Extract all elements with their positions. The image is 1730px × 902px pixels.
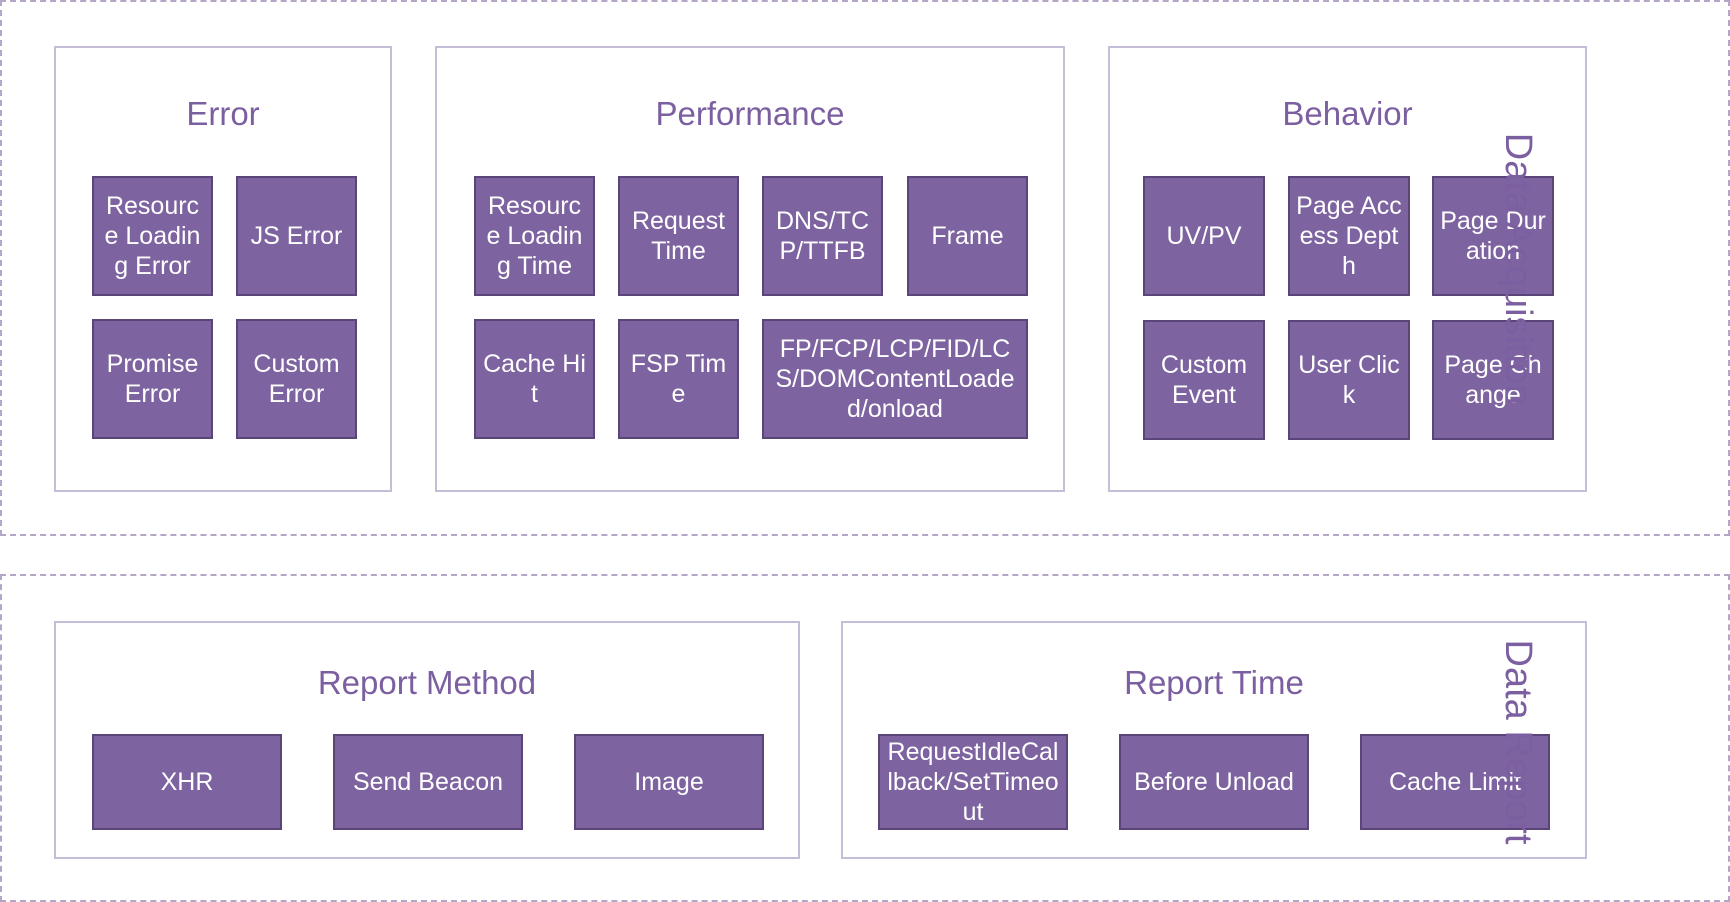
page-access-depth-box: Page Access Depth bbox=[1288, 176, 1410, 296]
data-acquisition-label: Data Acquisition bbox=[1497, 132, 1539, 406]
resource-loading-time-box: Resource Loading Time bbox=[474, 176, 595, 296]
paint-metrics-box: FP/FCP/LCP/FID/LCS/DOMContentLoaded/onlo… bbox=[762, 319, 1028, 439]
js-error-box: JS Error bbox=[236, 176, 357, 296]
data-acquisition-section: Error Resource Loading Error JS Error Pr… bbox=[0, 0, 1730, 536]
xhr-box: XHR bbox=[92, 734, 282, 830]
behavior-group-title: Behavior bbox=[1282, 95, 1413, 132]
data-report-section: Report Method XHR Send Beacon Image Repo… bbox=[0, 574, 1730, 902]
resource-loading-error-box: Resource Loading Error bbox=[92, 176, 213, 296]
report-method-group-title: Report Method bbox=[317, 664, 537, 701]
request-idle-callback-box: RequestIdleCallback/SetTimeout bbox=[878, 734, 1068, 830]
frame-box: Frame bbox=[907, 176, 1028, 296]
cache-limit-box: Cache Limit bbox=[1360, 734, 1550, 830]
user-click-box: User Click bbox=[1288, 320, 1410, 440]
image-box: Image bbox=[574, 734, 764, 830]
custom-error-box: Custom Error bbox=[236, 319, 357, 439]
report-time-group: Report Time RequestIdleCallback/SetTimeo… bbox=[841, 621, 1587, 859]
custom-event-box: Custom Event bbox=[1143, 320, 1265, 440]
data-report-label: Data Report bbox=[1497, 639, 1539, 845]
fsp-time-box: FSP Time bbox=[618, 319, 739, 439]
promise-error-box: Promise Error bbox=[92, 319, 213, 439]
error-group-title: Error bbox=[186, 95, 260, 132]
send-beacon-box: Send Beacon bbox=[333, 734, 523, 830]
report-time-group-title: Report Time bbox=[1124, 664, 1304, 701]
report-method-group: Report Method XHR Send Beacon Image bbox=[54, 621, 800, 859]
page-duration-box: Page Duration bbox=[1432, 176, 1554, 296]
before-unload-box: Before Unload bbox=[1119, 734, 1309, 830]
cache-hit-box: Cache Hit bbox=[474, 319, 595, 439]
performance-group: Performance Resource Loading Time Reques… bbox=[435, 46, 1065, 492]
behavior-group: Behavior UV/PV Page Access Depth Page Du… bbox=[1108, 46, 1587, 492]
request-time-box: Request Time bbox=[618, 176, 739, 296]
uv-pv-box: UV/PV bbox=[1143, 176, 1265, 296]
error-group: Error Resource Loading Error JS Error Pr… bbox=[54, 46, 392, 492]
performance-group-title: Performance bbox=[655, 95, 845, 132]
page-change-box: Page Change bbox=[1432, 320, 1554, 440]
dns-tcp-ttfb-box: DNS/TCP/TTFB bbox=[762, 176, 883, 296]
